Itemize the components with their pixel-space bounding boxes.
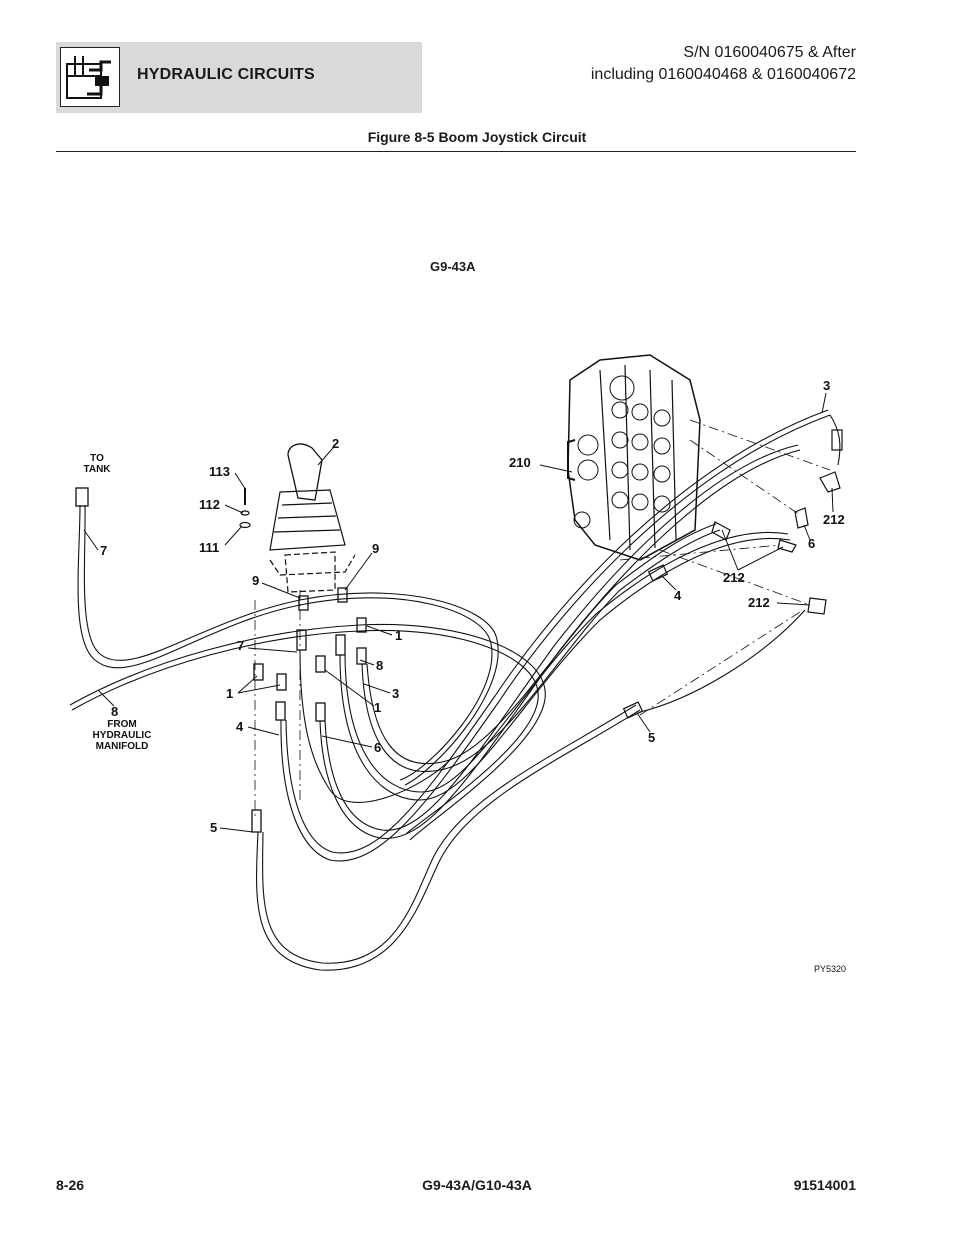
callout-7-joystick: 7: [237, 638, 244, 653]
joystick-assembly: [269, 443, 356, 593]
callout-4-valve: 4: [674, 588, 682, 603]
callout-6-joystick: 6: [374, 740, 381, 755]
callout-4-joystick: 4: [236, 719, 244, 734]
section-title: HYDRAULIC CIRCUITS: [137, 66, 315, 83]
callout-113: 113: [209, 464, 230, 479]
callout-8-joystick: 8: [376, 658, 383, 673]
from-manifold-line-2: HYDRAULIC: [93, 730, 152, 741]
from-manifold-line-1: FROM: [107, 719, 136, 730]
to-tank-line-1: TO: [90, 453, 104, 464]
serial-number-range: S/N 0160040675 & After including 0160040…: [591, 42, 856, 86]
callout-1-left: 1: [226, 686, 233, 701]
callout-2: 2: [332, 436, 339, 451]
illustration-code: PY5320: [814, 964, 846, 974]
callout-7-tank: 7: [100, 543, 107, 558]
callout-111: 111: [199, 540, 219, 555]
callout-212-upper: 212: [823, 512, 845, 527]
callout-112: 112: [199, 497, 220, 512]
callout-5-valve: 5: [648, 730, 655, 745]
callout-3-joystick: 3: [392, 686, 399, 701]
footer-models: G9-43A/G10-43A: [422, 1177, 532, 1193]
serial-line-2: including 0160040468 & 0160040672: [590, 66, 856, 83]
from-manifold-line-3: MANIFOLD: [96, 741, 149, 752]
document-number: 91514001: [793, 1177, 856, 1193]
callout-8-manifold: 8: [111, 704, 118, 719]
callout-212-lower: 212: [748, 595, 770, 610]
header-divider: [56, 151, 856, 152]
model-label: G9-43A: [430, 259, 476, 274]
callout-9-left: 9: [252, 573, 259, 588]
callout-9-upper: 9: [372, 541, 379, 556]
callout-3-valve: 3: [823, 378, 830, 393]
page-number: 8-26: [56, 1177, 85, 1193]
serial-line-1: S/N 0160040675 & After: [683, 44, 856, 61]
callout-1-right: 1: [395, 628, 402, 643]
hydraulic-reservoir-icon: [60, 47, 120, 107]
callout-210: 210: [509, 455, 531, 470]
control-valve-210: [567, 354, 701, 561]
to-tank-line-2: TANK: [83, 464, 111, 475]
figure-caption: Figure 8-5 Boom Joystick Circuit: [367, 129, 587, 145]
callout-5-joystick: 5: [210, 820, 217, 835]
callout-6-valve: 6: [808, 536, 815, 551]
callout-212-middle: 212: [723, 570, 745, 585]
callout-1-lower: 1: [374, 700, 381, 715]
